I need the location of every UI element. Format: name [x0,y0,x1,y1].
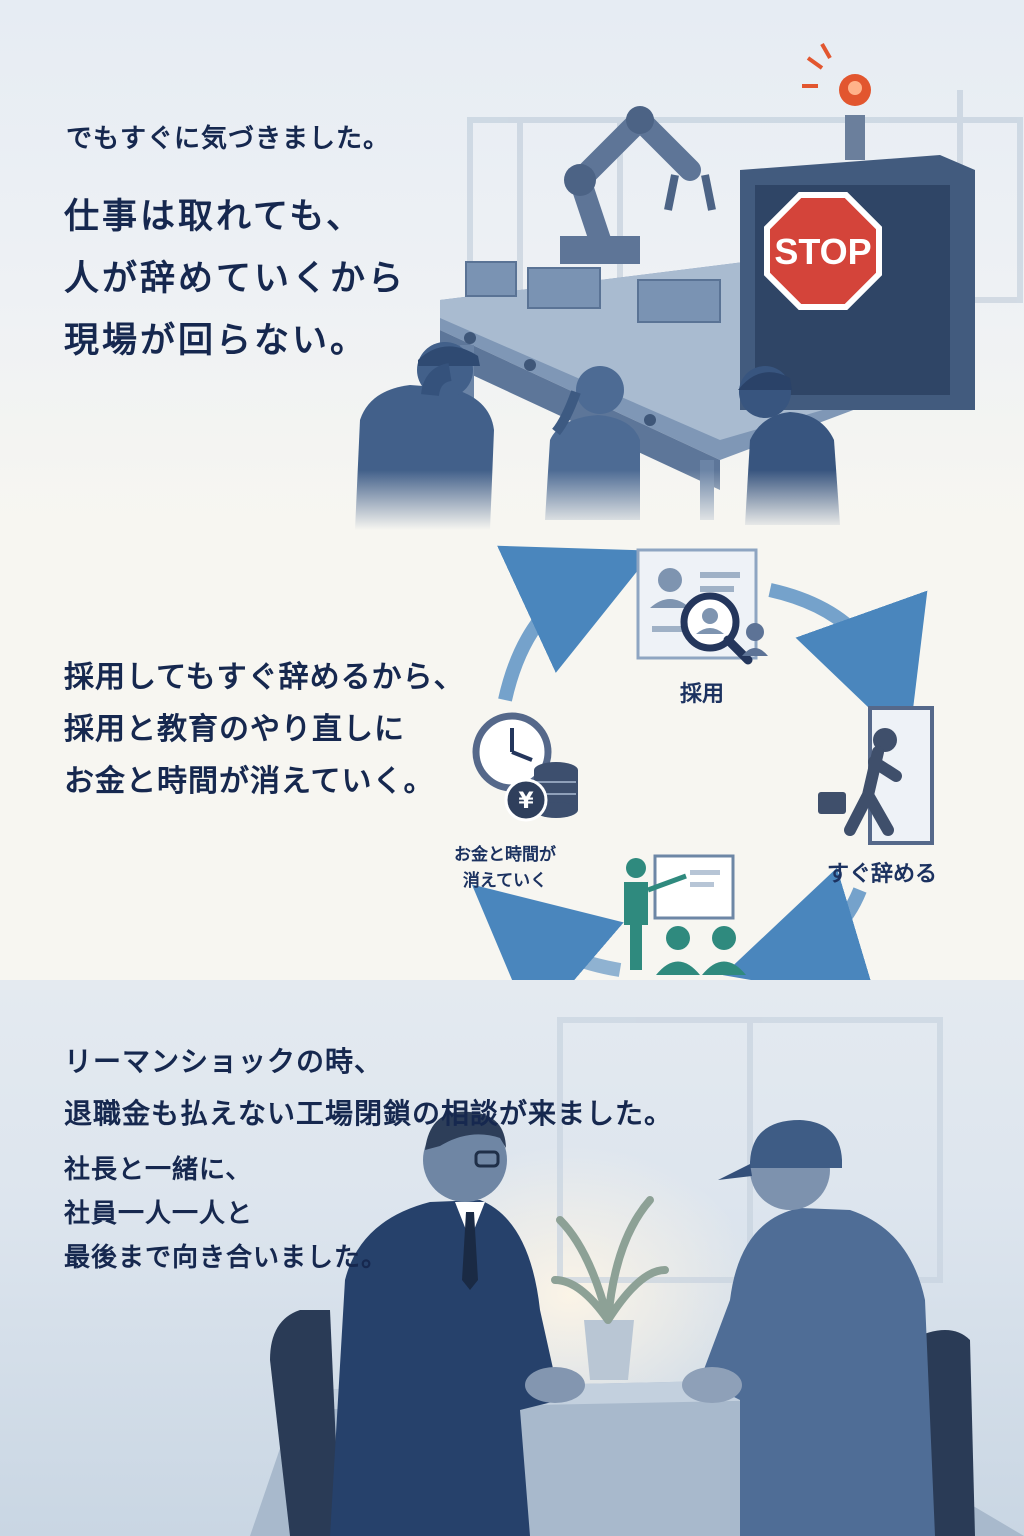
headline-line: 仕事は取れても、 [64,197,365,237]
clock-coins-icon: ¥ [472,712,578,822]
section-hiring-cycle: ¥ 採用 すぐ辞める 教育 お金と時間が 消えていく [0,530,1024,980]
yen-symbol: ¥ [518,789,534,814]
warning-light-icon [802,43,871,106]
headline-line: 現場が回らない。 [64,321,369,361]
arrow-quit-to-train [722,867,878,980]
chair-left [270,1310,340,1536]
arrow-train-to-cost [471,884,624,980]
section3-line2: 退職金も払えない工場閉鎖の相談が来ました。 [64,1097,674,1130]
section1-headline: 仕事は取れても、 人が辞めていくから 現場が回らない。 [64,186,406,372]
section3-body-text: 社長と一緒に、 社員一人一人と 最後まで向き合いました。 [64,1148,388,1280]
section-consultation: リーマンショックの時、 退職金も払えない工場閉鎖の相談が来ました。 社長と一緒に… [0,980,1024,1536]
cycle-label-hire: 採用 [679,682,724,707]
factory-illustration: STOP [0,43,1024,530]
businessman-figure [330,1111,585,1536]
training-session-icon [624,854,746,975]
factory-worker-figure [682,1120,935,1536]
person-leaving-icon [818,706,934,845]
potted-plant-icon [551,1196,669,1380]
cost-label-line: お金と時間が [454,845,556,865]
body-line: 採用してもすぐ辞めるから、 [64,660,465,695]
robot-base [560,236,640,264]
body-line: 最後まで向き合いました。 [64,1243,389,1273]
arrow-cost-to-hire [497,545,654,702]
cost-label-line: 消えていく [462,871,548,891]
cycle-diagram: ¥ [471,545,934,980]
body-line: 社員一人一人と [64,1199,254,1229]
section2-body-text: 採用してもすぐ辞めるから、 採用と教育のやり直しに お金と時間が消えていく。 [64,652,465,808]
stop-sign-text: STOP [774,231,871,272]
body-line: お金と時間が消えていく。 [64,764,435,799]
consultation-illustration [250,1017,1024,1536]
stop-sign-icon: STOP [764,192,882,310]
conveyor-boxes [465,261,721,323]
arrow-hire-to-quit [768,583,928,746]
section-factory-stop: STOP でもすぐに気づきました。 仕事は取れても [0,0,1024,530]
section3-line1: リーマンショックの時、 [64,1045,384,1078]
section1-lead-text: でもすぐに気づきました。 [66,124,391,154]
cycle-label-quit: すぐ辞める [826,862,937,887]
body-line: 採用と教育のやり直しに [64,712,405,747]
headline-line: 人が辞めていくから [64,259,407,299]
body-line: 社長と一緒に、 [64,1155,253,1185]
resume-search-icon [636,548,768,665]
cycle-label-cost: お金と時間が 消えていく [420,842,590,894]
